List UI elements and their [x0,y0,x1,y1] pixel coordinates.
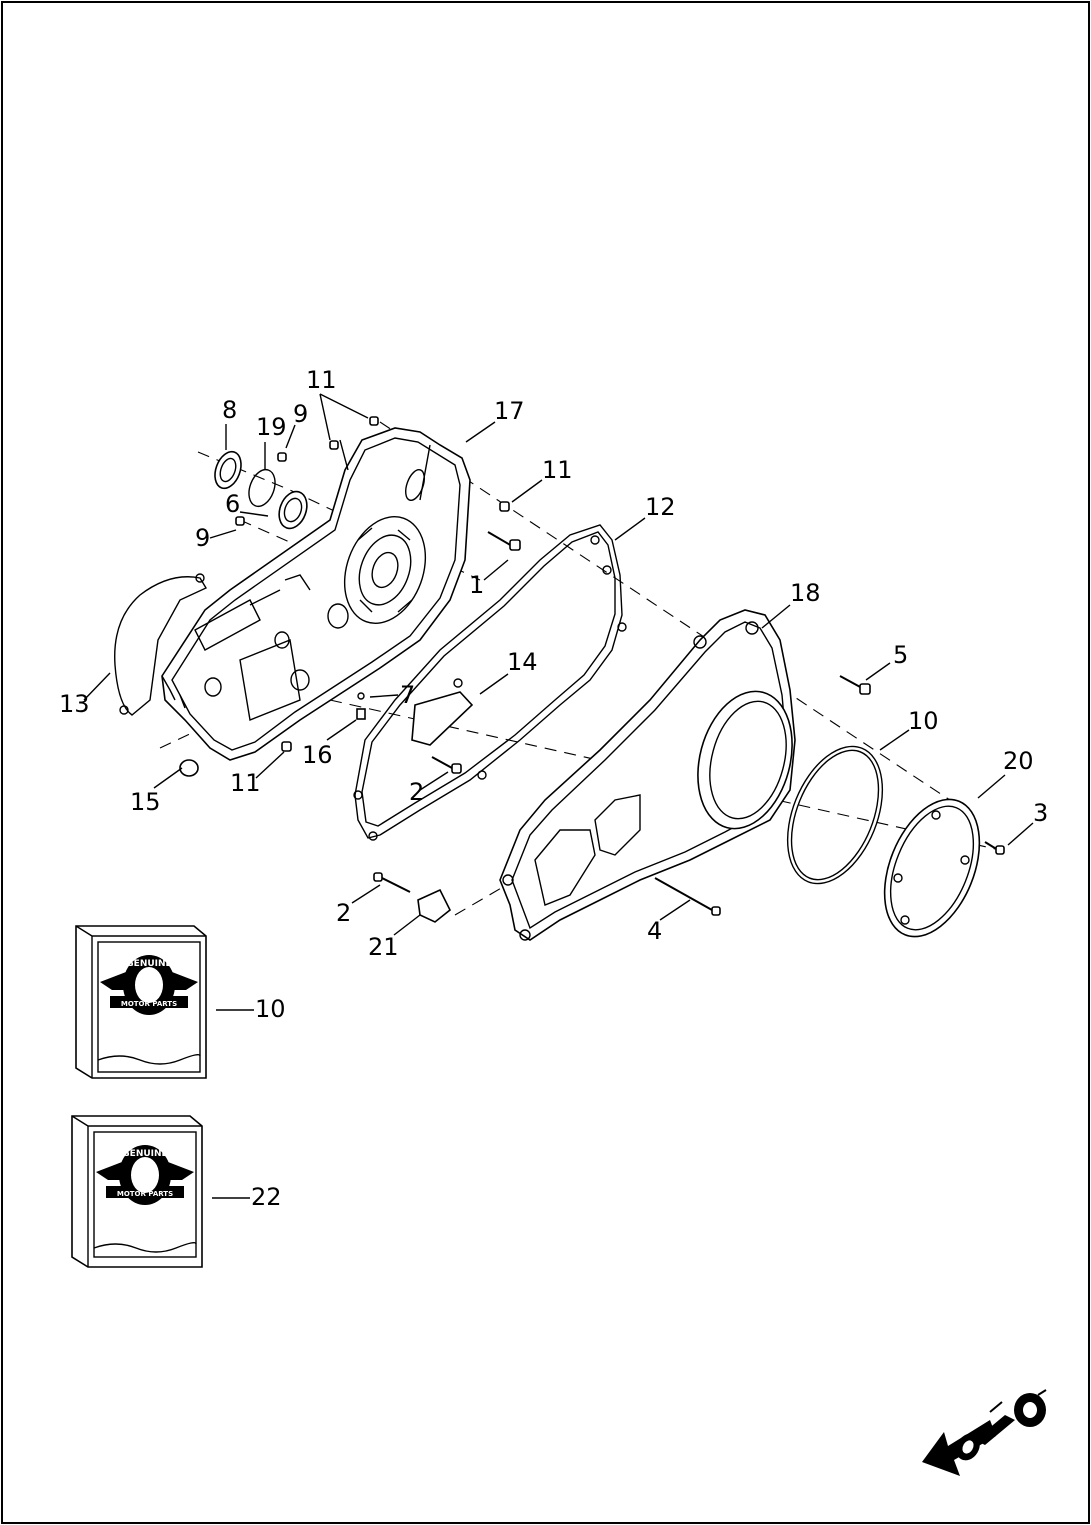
o-ring-10 [786,745,884,885]
kit-box-10: GENUINE MOTOR PARTS 10 [75,925,286,1079]
callout-2-low: 2 [336,899,351,927]
callout-11-bottom: 11 [230,769,261,797]
outer-primary-cover [499,609,796,941]
derby-cover-20 [883,798,981,938]
kit-callout-22: 22 [251,1183,282,1211]
callout-14: 14 [507,648,538,676]
logo-motor-parts-text: MOTOR PARTS [121,1000,177,1008]
callout-7: 7 [400,681,415,709]
kit-box-22: GENUINE MOTOR PARTS 22 [71,1115,282,1268]
callout-21: 21 [368,933,399,961]
callout-6: 6 [225,490,240,518]
callout-16: 16 [302,741,333,769]
shaft-seal-assembly [214,450,308,530]
callout-4: 4 [647,917,662,945]
callout-9-top: 9 [293,400,308,428]
callout-11-top: 11 [306,366,337,394]
genuine-motor-parts-logo: GENUINE MOTOR PARTS [100,955,198,1015]
motorcycle-front-arrow-icon [922,1389,1047,1476]
kit-callout-10: 10 [255,995,286,1023]
callout-8: 8 [222,396,237,424]
callout-1: 1 [469,571,484,599]
callout-13: 13 [59,690,90,718]
callout-18: 18 [790,579,821,607]
logo-motor-parts-text: MOTOR PARTS [117,1190,173,1198]
fasteners [179,416,1005,923]
callout-12: 12 [645,493,676,521]
callout-2-mid: 2 [409,778,424,806]
derby-gasket-13 [114,573,208,716]
callout-5: 5 [893,641,908,669]
callout-15: 15 [130,788,161,816]
callout-11-right: 11 [542,456,573,484]
genuine-motor-parts-logo: GENUINE MOTOR PARTS [96,1145,194,1205]
logo-genuine-text: GENUINE [126,959,171,969]
callout-9-left: 9 [195,524,210,552]
callout-10: 10 [908,707,939,735]
logo-genuine-text: GENUINE [122,1149,167,1159]
leader-lines [83,393,1034,936]
callout-20: 20 [1003,747,1034,775]
inner-primary-housing [161,427,471,761]
callout-17: 17 [494,397,525,425]
callout-19: 19 [256,413,287,441]
callout-3: 3 [1033,799,1048,827]
callout-labels: 11 8 19 9 17 11 6 12 9 1 18 14 5 13 7 10… [59,366,1048,961]
primary-cover-gasket [353,524,627,841]
